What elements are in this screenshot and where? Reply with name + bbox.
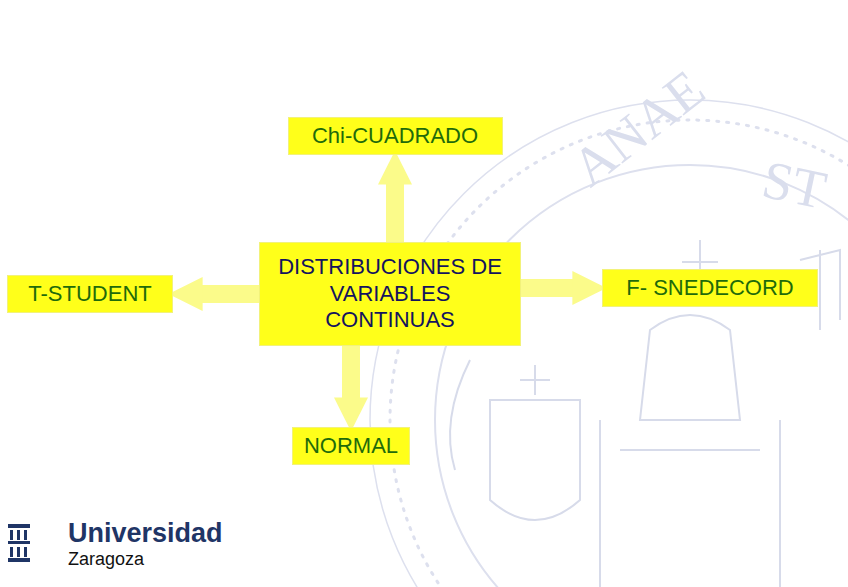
box-text: T-STUDENT	[28, 281, 151, 307]
watermark-text: ST	[757, 148, 832, 222]
central-box: DISTRIBUCIONES DE VARIABLES CONTINUAS	[259, 242, 521, 346]
watermark-text: ANAE	[560, 58, 716, 199]
block-arrow	[521, 279, 586, 297]
distribution-box: F- SNEDECORD	[602, 269, 818, 307]
box-text: DISTRIBUCIONES DE VARIABLES CONTINUAS	[270, 254, 510, 333]
university-logo-icon	[8, 524, 30, 562]
block-arrow	[189, 285, 259, 303]
distribution-box: NORMAL	[292, 427, 410, 465]
box-text: NORMAL	[304, 433, 398, 459]
block-arrow	[386, 171, 404, 242]
box-text: F- SNEDECORD	[626, 275, 793, 301]
distribution-box: Chi-CUADRADO	[288, 117, 503, 155]
university-city: Zaragoza	[68, 549, 144, 570]
block-arrow	[342, 346, 360, 411]
university-name: Universidad	[68, 518, 223, 549]
box-text: Chi-CUADRADO	[312, 123, 478, 149]
distribution-box: T-STUDENT	[7, 275, 173, 313]
